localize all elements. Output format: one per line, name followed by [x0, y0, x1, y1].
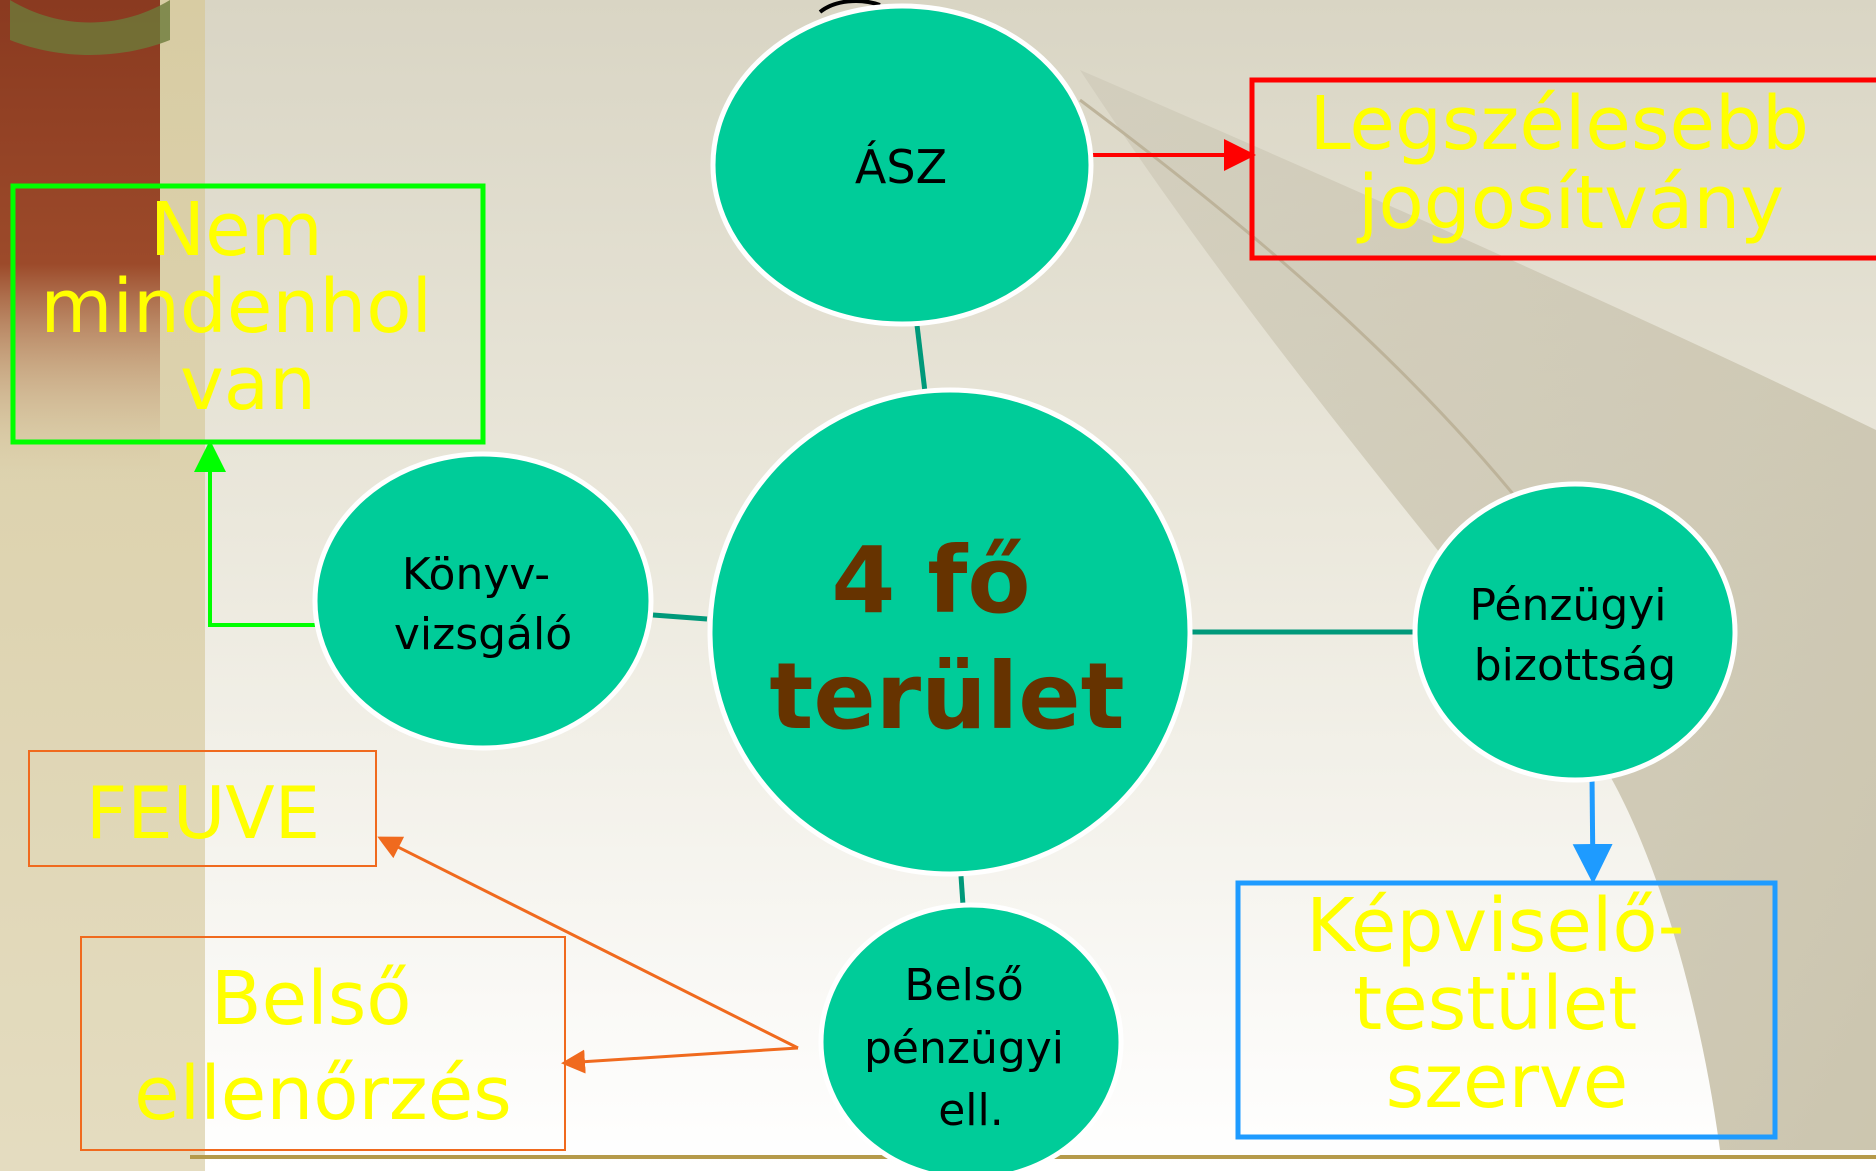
title-fragment — [818, 0, 881, 14]
note-feuve: FEUVE — [86, 771, 320, 855]
node-belso-penzugyi — [818, 902, 1124, 1171]
arrow-belso-feuve — [377, 836, 799, 1050]
note-nem-mindenhol: Nem mindenhol van — [40, 187, 455, 427]
arrow-penzugyi-kepviselo — [1572, 775, 1613, 884]
center-label: 4 fő terület — [769, 527, 1124, 750]
note-belso-ellenorzes: Belső ellenőrzés — [134, 956, 512, 1137]
decorative-sweep — [1080, 70, 1876, 1150]
note-kepviselo: Képviselő- testület szerve — [1306, 883, 1708, 1125]
note-box-kepviselo — [1235, 880, 1778, 1140]
connector-asz — [914, 324, 928, 393]
node-belso-label: Belső pénzügyi ell. — [864, 960, 1078, 1136]
node-penzugyi-label: Pénzügyi bizottság — [1469, 580, 1680, 691]
arrow-konyv-nem-mindenhol — [194, 440, 330, 627]
note-box-legszelesebb — [1249, 77, 1876, 261]
note-box-feuve — [28, 750, 377, 867]
note-legszelesebb: Legszélesebb jogosítvány — [1310, 81, 1833, 246]
node-konyvvizsgalo — [312, 451, 654, 751]
node-konyv-label: Könyv- vizsgáló — [394, 549, 572, 660]
center-node — [707, 387, 1193, 877]
left-banner — [0, 0, 160, 480]
arrow-belso-ellenorzes — [561, 1046, 799, 1074]
connector-belso — [958, 875, 966, 906]
connector-konyv — [652, 612, 708, 622]
note-box-nem-mindenhol — [10, 183, 486, 445]
node-asz-label: ÁSZ — [855, 140, 947, 194]
note-box-belso-ellenorzes — [80, 936, 566, 1151]
node-penzugyi-bizottsag — [1412, 481, 1738, 783]
node-asz — [710, 3, 1094, 327]
crest-icon — [10, 0, 170, 55]
